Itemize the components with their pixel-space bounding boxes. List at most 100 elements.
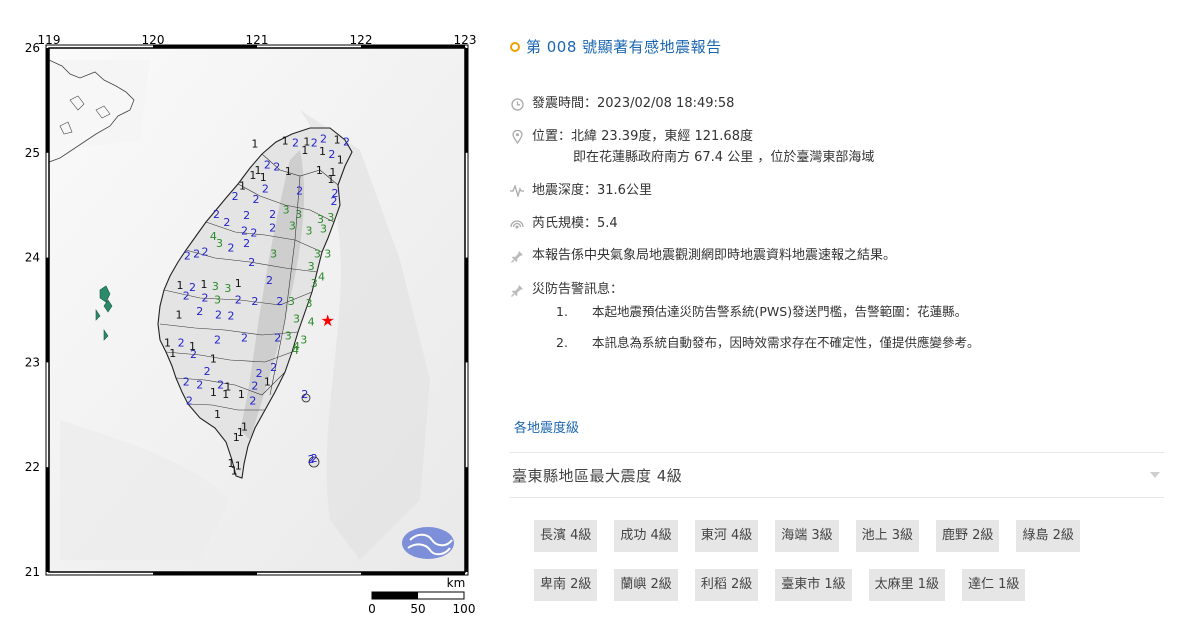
note-row: 本報告係中央氣象局地震觀測網即時地震資料地震速報之結果。 (510, 247, 896, 265)
warning-title-text: 災防告警訊息： (532, 282, 624, 297)
location-detail: 即在花蓮縣政府南方 67.4 公里 ，位於臺灣東部海域 (573, 150, 875, 165)
station-intensity: 1 (169, 347, 176, 360)
station-intensity: 2 (215, 308, 222, 321)
station-intensity: 3 (285, 329, 292, 342)
station-intensity: 2 (328, 148, 335, 161)
intensity-section-link[interactable]: 各地震度級 (514, 421, 580, 436)
origin-time-text: 發震時間：2023/02/08 18:49:58 (532, 96, 735, 111)
station-intensity: 3 (283, 204, 290, 217)
station-intensity: 1 (214, 408, 221, 421)
station-intensity: 3 (216, 237, 223, 250)
station-intensity: 1 (222, 388, 229, 401)
station-intensity: 2 (186, 394, 193, 407)
station-intensity: 2 (196, 305, 203, 318)
station-intensity: 1 (327, 173, 334, 186)
township-intensity-tag: 臺東市 1級 (775, 569, 852, 601)
epicenter-star-icon: ★ (321, 311, 335, 330)
station-intensity: 2 (311, 452, 318, 465)
report-title-text: 第 008 號顯著有感地震報告 (526, 38, 722, 56)
location-row: 位置：北緯 23.39度，東經 121.68度 (510, 128, 753, 146)
station-intensity: 3 (295, 208, 302, 221)
station-intensity: 2 (330, 195, 337, 208)
station-intensity: 2 (235, 294, 242, 307)
mainland-coast (48, 59, 135, 163)
longitude-tick-label: 120 (142, 33, 165, 47)
county-intensity-accordion[interactable]: 臺東縣地區最大震度 4級 (510, 452, 1164, 498)
clock-icon (510, 95, 524, 113)
green-island (301, 393, 311, 403)
station-intensity: 1 (282, 134, 289, 147)
seismograph-icon (510, 182, 524, 200)
station-intensity: 1 (237, 426, 244, 439)
station-intensity: 1 (264, 375, 271, 388)
township-intensity-tag: 卑南 2級 (534, 569, 598, 601)
station-intensity: 3 (306, 297, 313, 310)
station-intensity: 1 (224, 381, 231, 394)
station-intensity: 1 (235, 459, 242, 472)
station-intensity: 2 (196, 379, 203, 392)
station-intensity: 4 (210, 230, 217, 243)
station-intensity: 2 (296, 185, 303, 198)
latitude-tick-label: 24 (25, 251, 40, 265)
station-intensity: 1 (316, 164, 323, 177)
station-intensity: 2 (266, 274, 273, 287)
station-intensity: 1 (285, 165, 292, 178)
station-intensity: 3 (324, 248, 331, 261)
station-intensity: 1 (176, 308, 183, 321)
station-intensity: 3 (212, 280, 219, 293)
station-intensity: 3 (320, 222, 327, 235)
station-intensity: 3 (314, 248, 321, 261)
station-intensity: 1 (251, 138, 258, 151)
scale-label-100: 100 (453, 602, 476, 616)
station-intensity: 1 (301, 144, 308, 157)
location-text: 位置：北緯 23.39度，東經 121.68度 (532, 129, 753, 144)
station-intensity: 1 (228, 457, 235, 470)
station-intensity: 2 (269, 221, 276, 234)
station-intensity: 1 (260, 171, 267, 184)
station-intensity: 2 (301, 388, 308, 401)
township-intensity-tag: 池上 3級 (855, 520, 920, 552)
station-intensity: 1 (233, 431, 240, 444)
cwb-logo (402, 527, 454, 559)
station-intensity: 4 (318, 271, 325, 284)
pin-icon (510, 281, 524, 299)
warning-text: 本起地震預估達災防告警系統(PWS)發送門檻，告警範圍：花蓮縣。 (592, 304, 968, 319)
longitude-tick-label: 121 (246, 33, 269, 47)
station-intensity: 3 (308, 260, 315, 273)
station-intensity: 2 (264, 159, 271, 172)
station-intensity: 2 (251, 295, 258, 308)
warning-number: 1. (556, 304, 568, 319)
township-intensity-tag: 海端 3級 (775, 520, 839, 552)
station-intensity: 1 (241, 421, 248, 434)
station-intensity: 1 (249, 169, 256, 182)
note-text: 本報告係中央氣象局地震觀測網即時地震資料地震速報之結果。 (532, 248, 897, 263)
orchid-island (308, 456, 320, 468)
longitude-tick-label: 122 (350, 33, 373, 47)
station-intensity: 1 (334, 133, 341, 146)
station-intensity: 2 (308, 453, 315, 466)
station-intensity: 2 (252, 193, 259, 206)
station-intensity: 1 (235, 277, 242, 290)
chevron-down-icon[interactable] (1150, 472, 1160, 478)
station-intensity: 2 (241, 225, 248, 238)
station-intensity: 4 (292, 344, 299, 357)
station-intensity: 3 (306, 225, 313, 238)
station-intensity: 2 (213, 208, 220, 221)
station-intensity: 3 (327, 211, 334, 224)
station-intensity: 3 (214, 294, 221, 307)
station-intensity: 2 (214, 334, 221, 347)
township-intensity-tag: 綠島 2級 (1016, 520, 1080, 552)
station-intensity: 3 (289, 219, 296, 232)
station-intensity: 3 (317, 213, 324, 226)
longitude-tick-label: 123 (454, 33, 477, 47)
station-intensity: 1 (329, 166, 336, 179)
warning-title-row: 災防告警訊息： (510, 281, 623, 299)
station-intensity: 2 (276, 295, 283, 308)
station-intensity: 3 (270, 248, 277, 261)
station-intensity: 3 (288, 295, 295, 308)
latitude-tick-label: 25 (25, 146, 40, 160)
